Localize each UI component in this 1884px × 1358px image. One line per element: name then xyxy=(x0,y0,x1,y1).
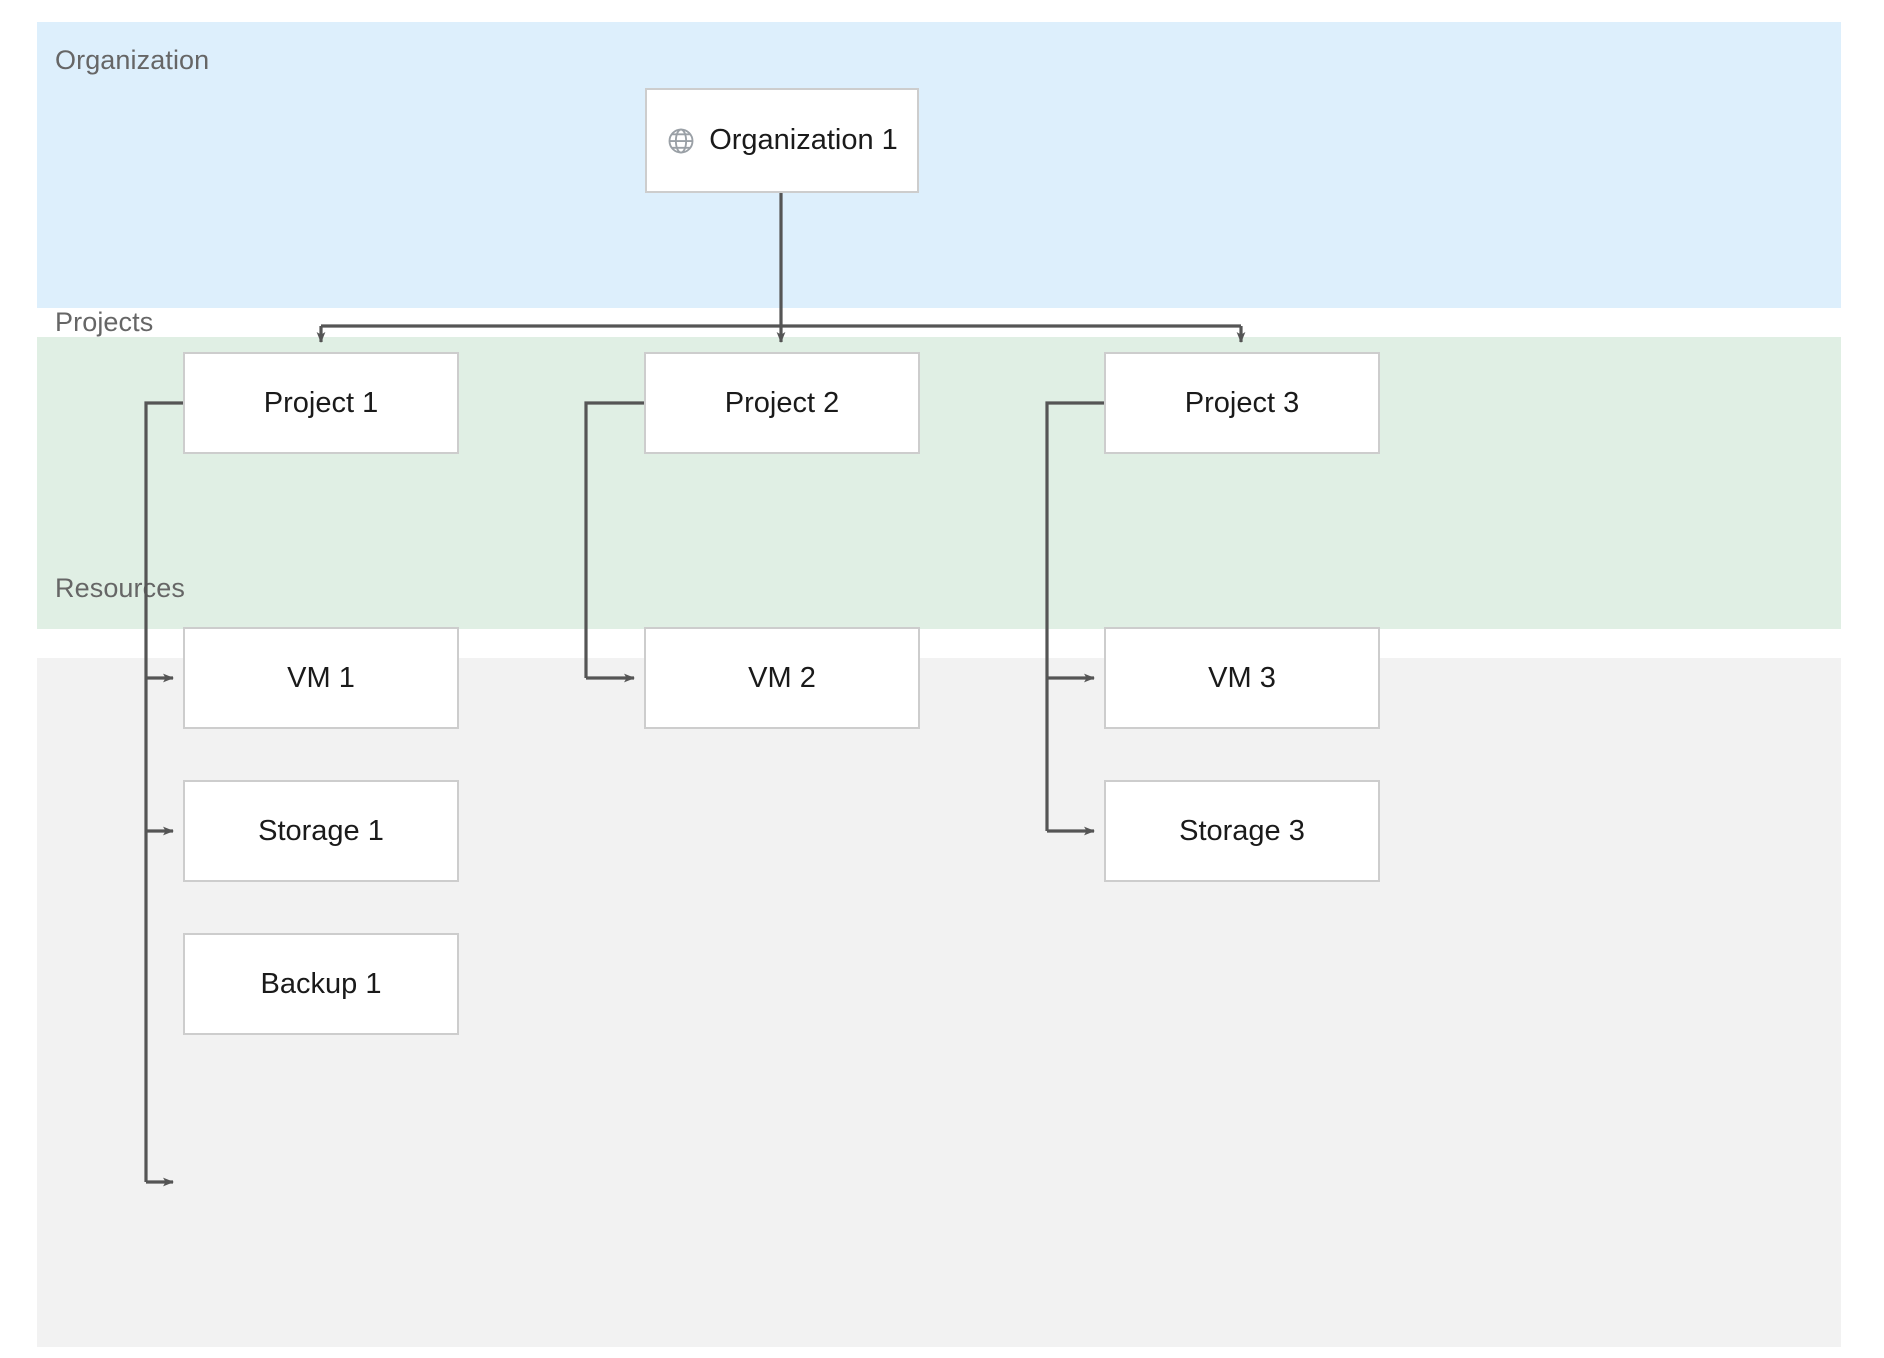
node-label-project-2: Project 2 xyxy=(724,386,840,419)
node-storage-1[interactable]: Storage 1 xyxy=(183,780,459,882)
node-label-project-1: Project 1 xyxy=(263,386,379,419)
band-label-projects: Projects xyxy=(55,307,154,337)
node-label-storage-3: Storage 3 xyxy=(1179,814,1305,847)
node-label-organization-1: Organization 1 xyxy=(709,124,898,156)
band-label-organization: Organization xyxy=(55,45,210,75)
node-project-3[interactable]: Project 3 xyxy=(1104,352,1380,454)
node-project-1[interactable]: Project 1 xyxy=(183,352,459,454)
node-vm-1[interactable]: VM 1 xyxy=(183,627,459,729)
node-label-vm-2: VM 2 xyxy=(748,661,816,694)
node-label-backup-1: Backup 1 xyxy=(260,967,382,1000)
node-label-storage-1: Storage 1 xyxy=(258,814,384,847)
globe-icon xyxy=(666,126,696,156)
node-project-2[interactable]: Project 2 xyxy=(644,352,920,454)
node-label-vm-3: VM 3 xyxy=(1208,661,1276,694)
band-label-resources: Resources xyxy=(55,573,185,603)
node-storage-3[interactable]: Storage 3 xyxy=(1104,780,1380,882)
node-vm-2[interactable]: VM 2 xyxy=(644,627,920,729)
band-organization xyxy=(37,22,1841,308)
node-label-project-3: Project 3 xyxy=(1184,386,1300,419)
node-vm-3[interactable]: VM 3 xyxy=(1104,627,1380,729)
node-label-vm-1: VM 1 xyxy=(287,661,355,694)
node-backup-1[interactable]: Backup 1 xyxy=(183,933,459,1035)
node-organization-1[interactable]: Organization 1 xyxy=(645,88,919,193)
